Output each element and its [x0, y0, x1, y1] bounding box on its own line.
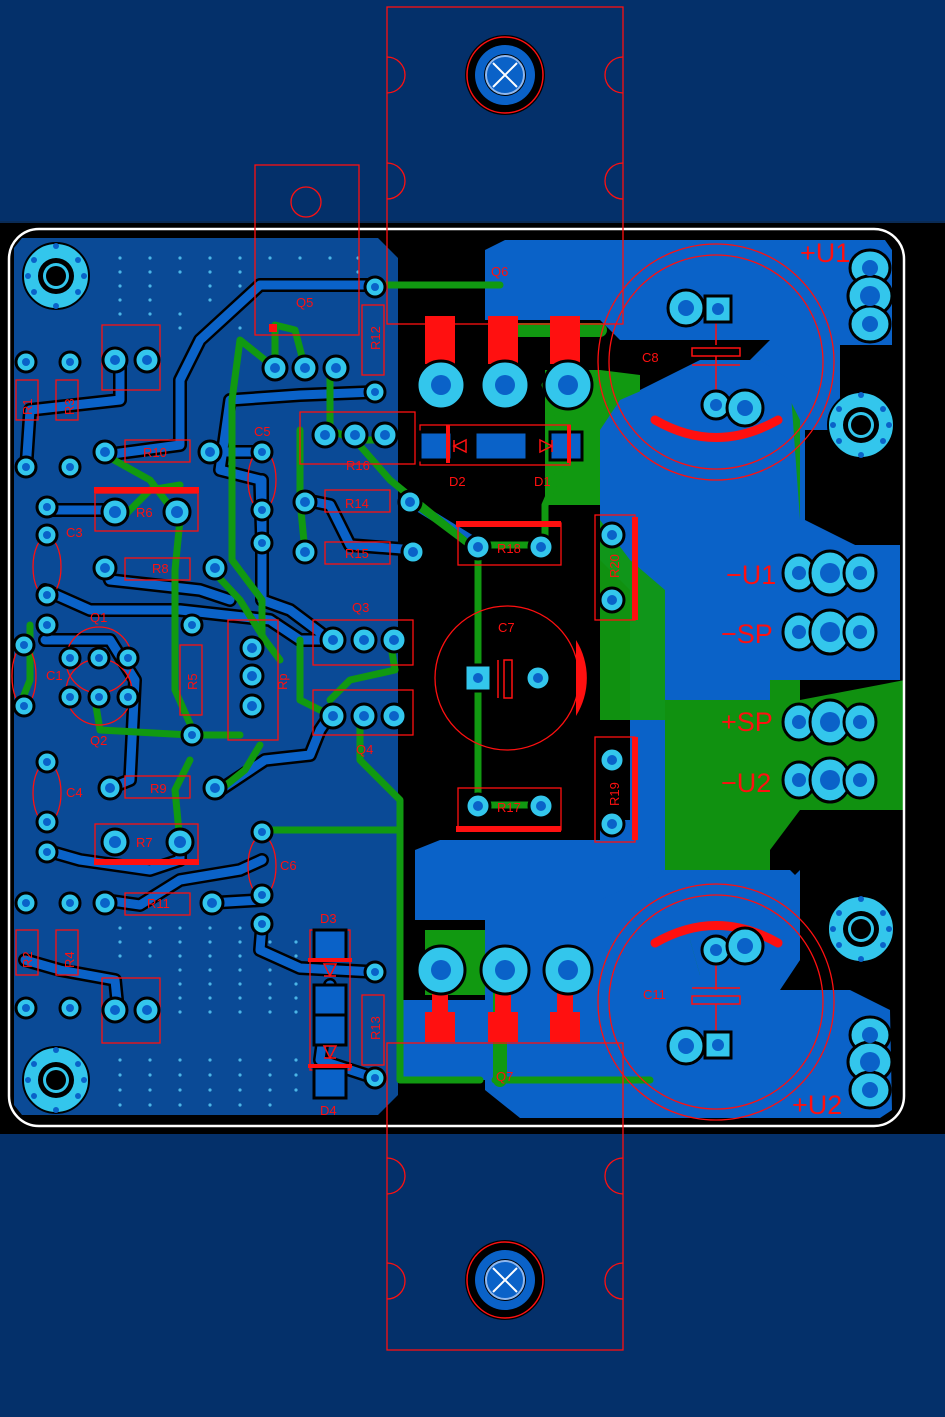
label-c5: C5 [254, 424, 271, 439]
label-r10: R10 [143, 445, 167, 460]
label-r16: R16 [346, 458, 370, 473]
label-r5: R5 [185, 673, 200, 690]
label-r4: R4 [62, 951, 77, 968]
component-labels: Q6 Q7 Q5 Q1 Q2 Q3 Q4 R10 R6 R8 R9 R7 R11… [20, 264, 666, 1118]
label-r13: R13 [368, 1016, 383, 1040]
label-q7: Q7 [496, 1069, 513, 1084]
label-q1: Q1 [90, 610, 107, 625]
capacitor-symbols [497, 320, 741, 1040]
ground-pour-dots [118, 256, 360, 1107]
label-neg-u2: −U2 [721, 768, 771, 798]
label-r6: R6 [136, 505, 153, 520]
transistor-screw-holes [465, 35, 545, 1320]
label-r19: R19 [607, 782, 622, 806]
label-r3: R3 [62, 398, 77, 415]
label-r14: R14 [345, 496, 369, 511]
label-r9: R9 [150, 781, 167, 796]
label-d3: D3 [320, 911, 337, 926]
label-q3: Q3 [352, 600, 369, 615]
label-q6: Q6 [491, 264, 508, 279]
label-q5: Q5 [296, 295, 313, 310]
diode-bars [308, 425, 571, 1068]
label-d4: D4 [320, 1103, 337, 1118]
mounting-holes [22, 242, 895, 1114]
smd-pads [312, 430, 584, 1100]
label-r17: R17 [497, 800, 521, 815]
terminal-labels: +U1 −U1 −SP +SP −U2 +U2 [721, 238, 850, 1120]
label-d1: D1 [534, 474, 551, 489]
label-c7: C7 [498, 620, 515, 635]
drill-holes [20, 260, 880, 1098]
label-pos-sp: +SP [721, 707, 773, 737]
label-r20: R20 [607, 554, 622, 578]
label-r18: R18 [497, 541, 521, 556]
label-c11: C11 [643, 987, 666, 1002]
bottom-traces [18, 278, 487, 1085]
label-c8: C8 [642, 350, 659, 365]
label-r11: R11 [147, 896, 170, 911]
label-rp: Rp [275, 673, 290, 690]
label-neg-sp: −SP [721, 619, 773, 649]
label-q4: Q4 [356, 742, 373, 757]
label-c4: C4 [66, 785, 83, 800]
label-neg-u1: −U1 [726, 560, 776, 590]
label-c3: C3 [66, 525, 83, 540]
label-r2: R2 [20, 951, 35, 968]
label-r7: R7 [136, 835, 153, 850]
label-pos-u1: +U1 [800, 238, 850, 268]
label-r12: R12 [368, 326, 383, 350]
label-r1: R1 [20, 398, 35, 415]
label-c6: C6 [280, 858, 297, 873]
label-c1: C1 [46, 668, 63, 683]
board-outline [7, 227, 906, 1128]
diode-symbols [322, 438, 554, 1060]
label-r8: R8 [152, 561, 169, 576]
label-d2: D2 [449, 474, 466, 489]
label-r15: R15 [345, 546, 369, 561]
label-pos-u2: +U2 [792, 1090, 842, 1120]
label-q2: Q2 [90, 733, 107, 748]
